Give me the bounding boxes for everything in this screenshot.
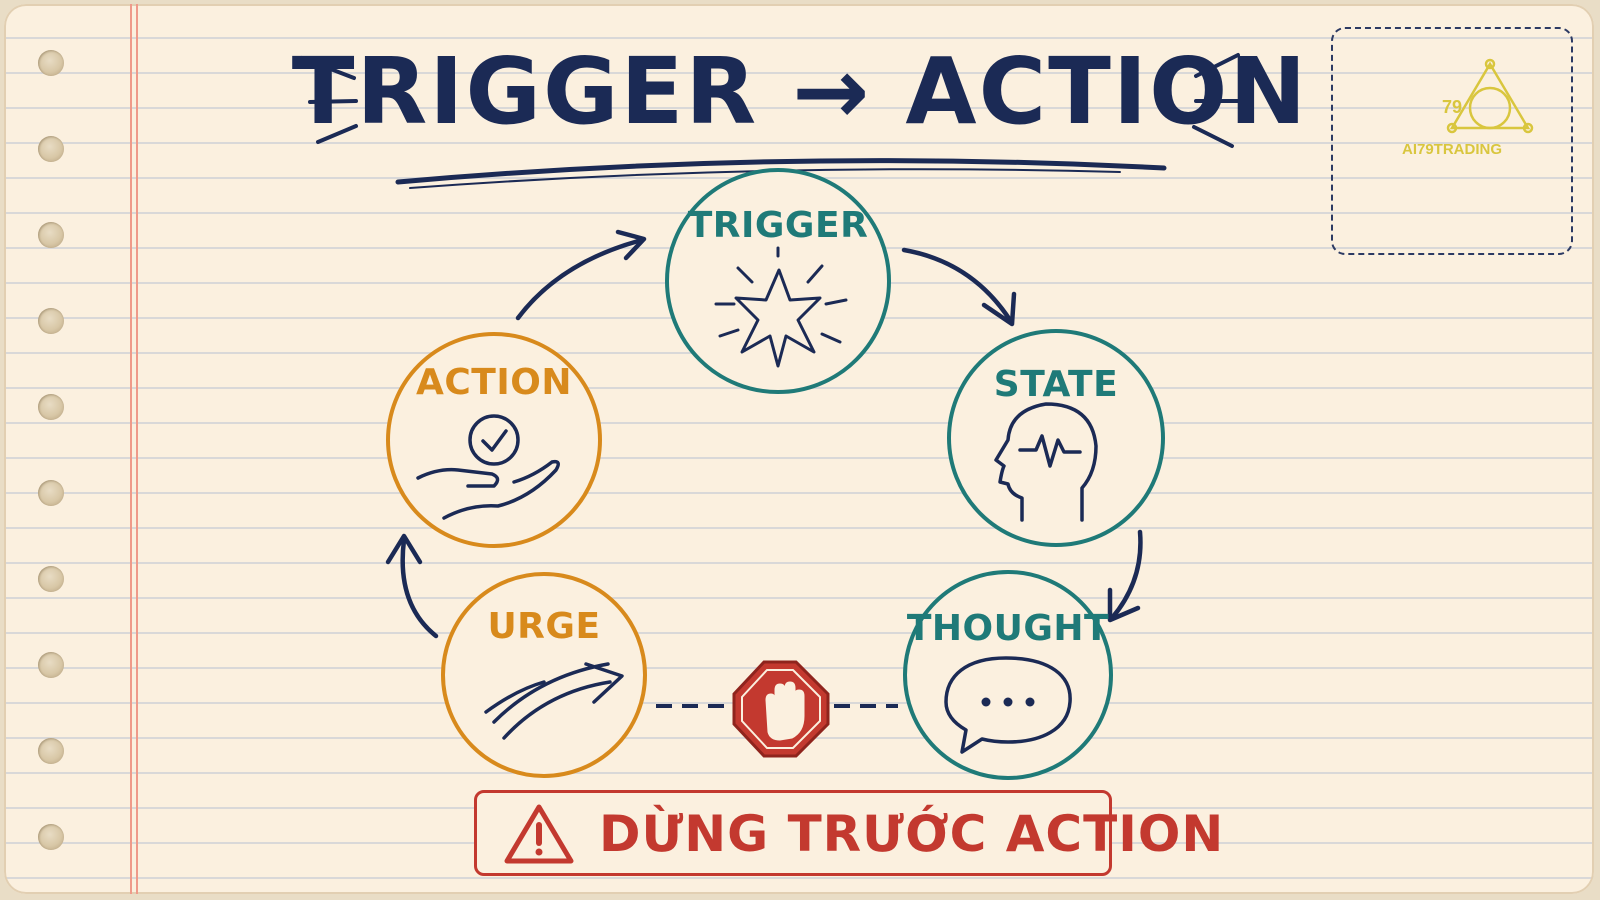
- arrow-head: [615, 229, 647, 261]
- arrow-action-to-trigger: [515, 237, 645, 321]
- urge-label: URGE: [487, 606, 601, 647]
- logo-text: AI79TRADING: [1401, 141, 1502, 158]
- title-flourish-right: [1192, 53, 1242, 148]
- binder-hole: [38, 566, 64, 592]
- head-pulse-icon: [994, 402, 1098, 522]
- trigger-label: TRIGGER: [687, 205, 869, 246]
- warning-triangle-icon: [504, 804, 574, 864]
- burst-icon: [714, 246, 848, 368]
- binder-hole: [38, 136, 64, 162]
- logo-mark: [1446, 58, 1534, 134]
- binder-hole: [38, 50, 64, 76]
- margin-line: [136, 4, 138, 894]
- margin-line: [130, 4, 132, 894]
- arrow-head: [385, 533, 423, 565]
- logo-placeholder: 79 AI79TRADING: [1331, 27, 1573, 255]
- notebook-paper: [4, 4, 1594, 894]
- binder-hole: [38, 738, 64, 764]
- trigger-node: [665, 168, 891, 394]
- arrow-head: [981, 291, 1017, 327]
- binder-hole: [38, 394, 64, 420]
- warning-banner: DỪNG TRƯỚC ACTION: [474, 790, 1223, 876]
- hand-check-icon: [416, 414, 560, 520]
- action-label: ACTION: [416, 362, 572, 403]
- thought-label: THOUGHT: [906, 608, 1110, 649]
- binder-hole: [38, 652, 64, 678]
- binder-hole: [38, 824, 64, 850]
- swoosh-arrow-icon: [484, 662, 624, 740]
- stop-hand-icon: [732, 660, 830, 758]
- state-node: [947, 329, 1165, 547]
- arrow-head: [1107, 587, 1141, 623]
- page-title: TRIGGER → ACTION: [291, 38, 1309, 145]
- logo-mark-text: 79: [1441, 97, 1463, 117]
- arrow-state-to-thought: [1109, 529, 1143, 621]
- warning-text: DỪNG TRƯỚC ACTION: [599, 805, 1225, 863]
- arrow-trigger-to-state: [901, 247, 1013, 323]
- urge-node: [441, 572, 647, 778]
- binder-hole: [38, 308, 64, 334]
- action-node: [386, 332, 602, 548]
- speech-bubble-icon: [944, 656, 1072, 754]
- thought-node: [903, 570, 1113, 780]
- title-flourish-left: [300, 56, 358, 144]
- title-underline: [395, 158, 1167, 185]
- arrow-urge-to-action: [400, 537, 439, 639]
- binder-hole: [38, 222, 64, 248]
- state-label: STATE: [993, 364, 1119, 405]
- binder-hole: [38, 480, 64, 506]
